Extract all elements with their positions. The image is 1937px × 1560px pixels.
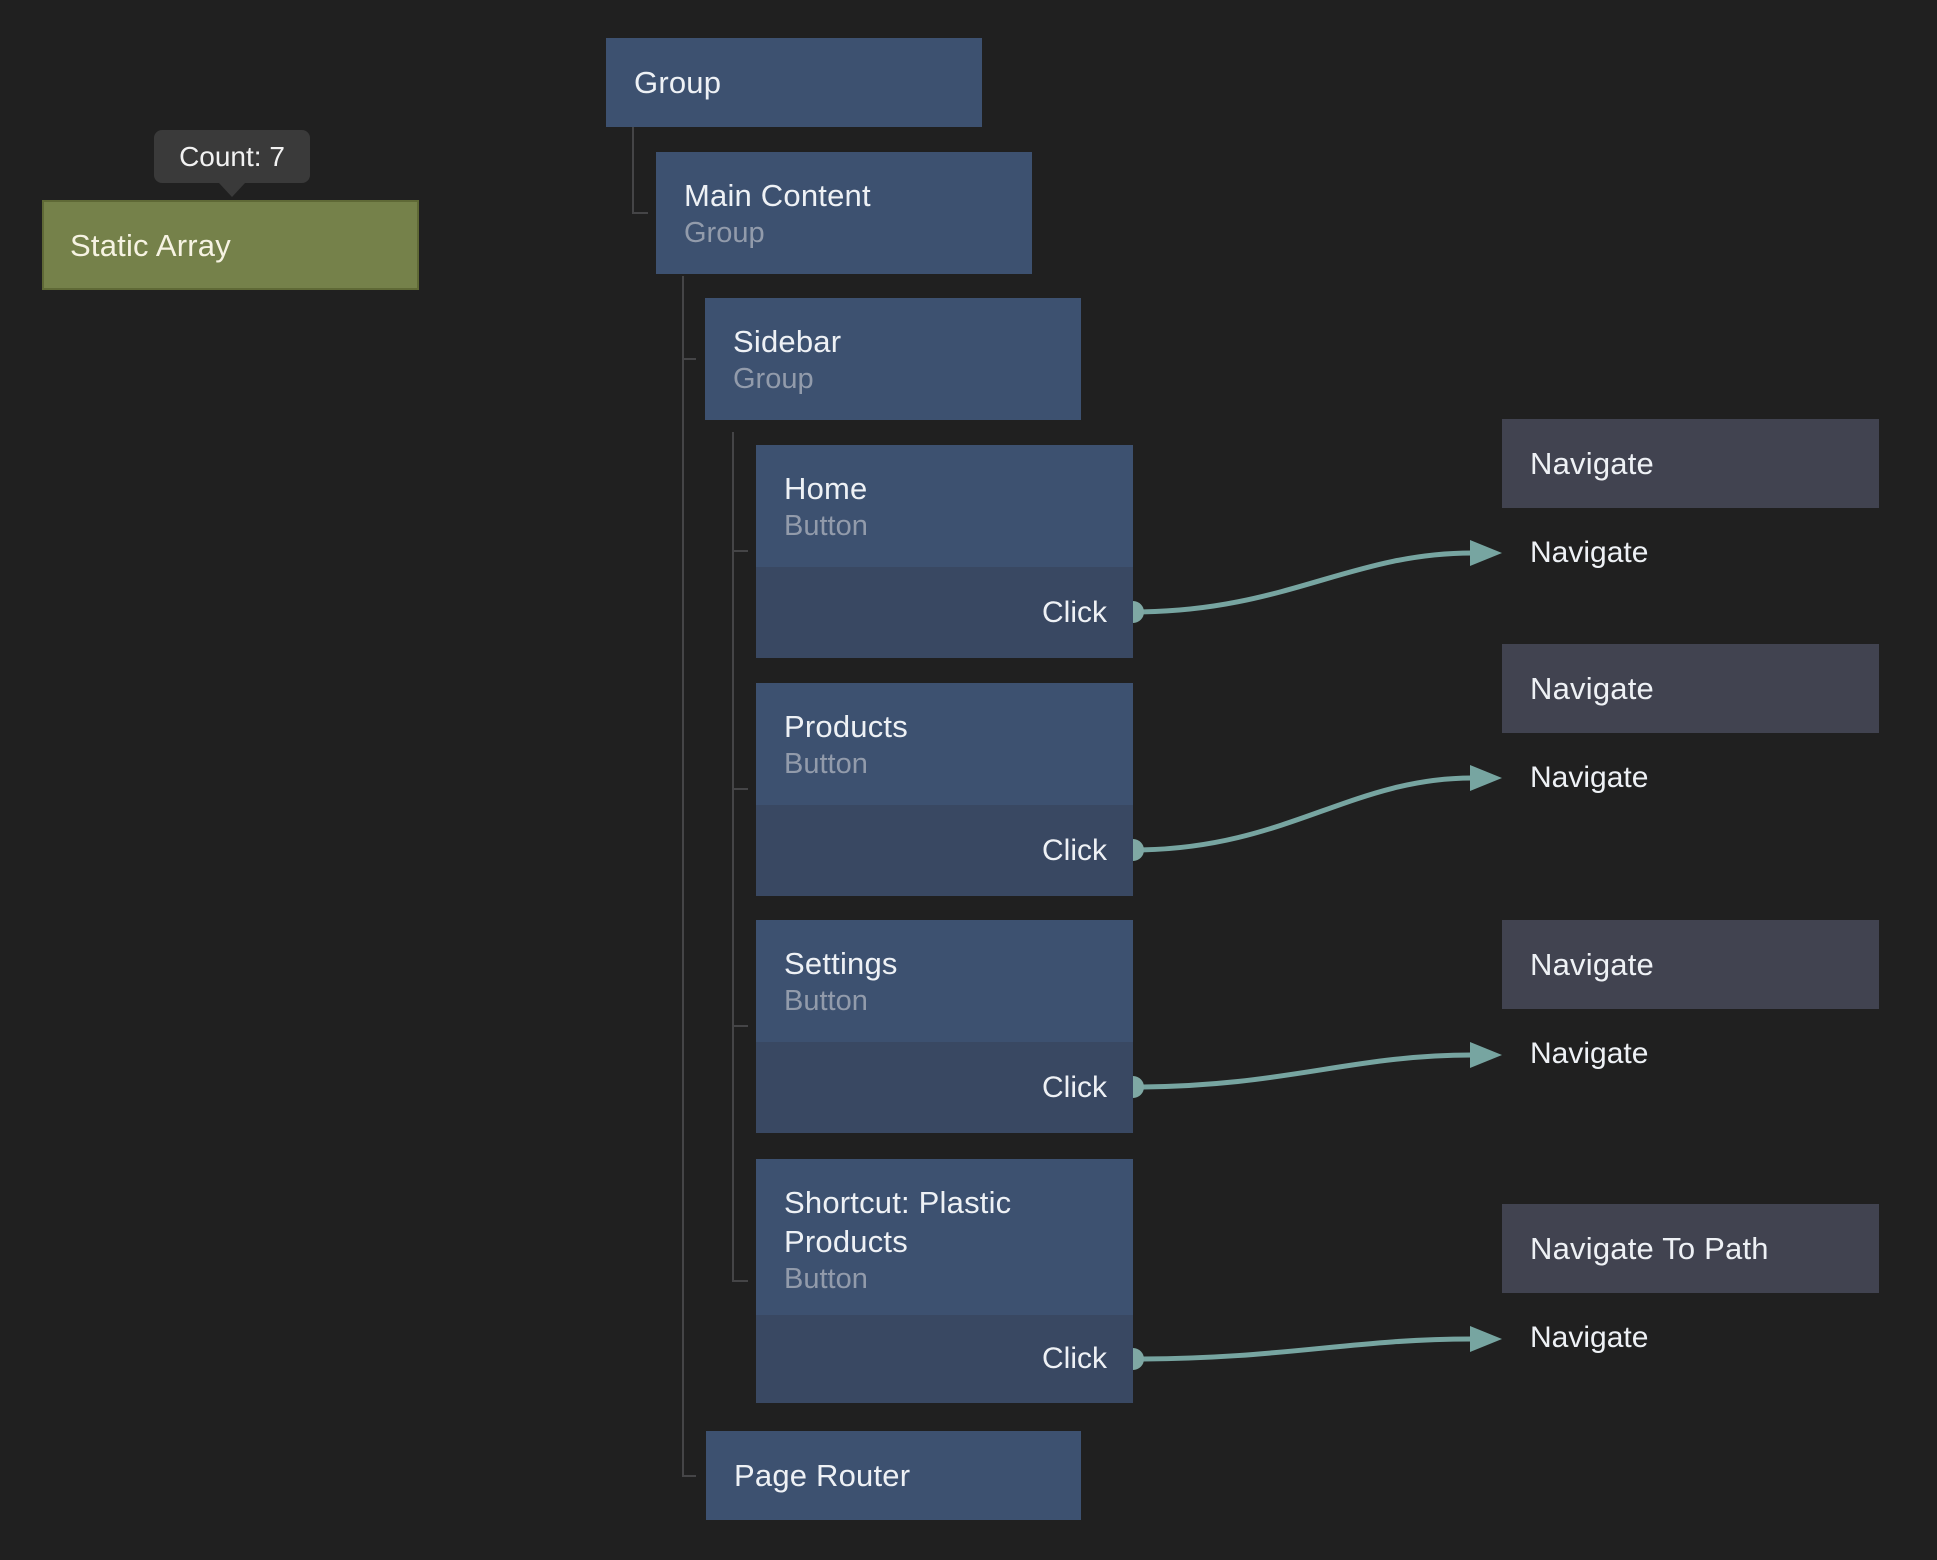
node-products-button[interactable]: Products Button Click: [756, 683, 1133, 896]
node-header: Shortcut: Plastic Products Button: [756, 1159, 1133, 1315]
node-title: Navigate To Path: [1530, 1231, 1769, 1266]
node-sidebar-group[interactable]: Sidebar Group: [705, 298, 1081, 420]
node-header: Navigate To Path: [1502, 1204, 1879, 1293]
connection-products-click-to-navigate[interactable]: [1132, 775, 1473, 853]
node-header: Navigate: [1502, 644, 1879, 733]
node-settings-button[interactable]: Settings Button Click: [756, 920, 1133, 1133]
node-title: Shortcut: Plastic Products: [784, 1185, 1012, 1259]
arrowhead-navigate-3: [1470, 1042, 1502, 1068]
input-port-navigate[interactable]: Navigate: [1530, 1321, 1649, 1354]
node-header: Main Content Group: [656, 152, 1032, 274]
input-port-navigate[interactable]: Navigate: [1530, 536, 1649, 569]
node-output-ports: Click: [756, 567, 1133, 658]
node-navigate-1[interactable]: Navigate Navigate: [1502, 419, 1879, 598]
node-shortcut-plastic-products-button[interactable]: Shortcut: Plastic Products Button Click: [756, 1159, 1133, 1403]
node-type-label: Button: [784, 1263, 868, 1295]
node-title: Main Content: [684, 178, 871, 213]
node-title: Group: [634, 65, 722, 100]
node-header: Sidebar Group: [705, 298, 1081, 420]
node-input-ports: Navigate: [1502, 1009, 1879, 1099]
connection-home-click-to-navigate[interactable]: [1132, 550, 1473, 615]
node-output-ports: Click: [756, 805, 1133, 896]
node-title: Navigate: [1530, 671, 1654, 706]
connection-settings-click-to-navigate[interactable]: [1132, 1052, 1473, 1090]
output-port-click[interactable]: Click: [1042, 833, 1107, 867]
node-type-label: Group: [684, 217, 765, 249]
node-input-ports: Navigate: [1502, 1293, 1879, 1383]
count-tooltip: Count: 7: [154, 130, 310, 197]
tree-line-group-to-main-content: [632, 127, 648, 214]
node-output-ports: Click: [756, 1315, 1133, 1403]
arrowhead-navigate-to-path: [1470, 1326, 1502, 1352]
node-home-button[interactable]: Home Button Click: [756, 445, 1133, 658]
node-navigate-2[interactable]: Navigate Navigate: [1502, 644, 1879, 823]
node-title: Home: [784, 471, 868, 506]
node-type-label: Group: [733, 363, 814, 395]
node-navigate-3[interactable]: Navigate Navigate: [1502, 920, 1879, 1100]
tooltip-caret-icon: [219, 183, 245, 197]
connection-shortcut-click-to-navigate-to-path[interactable]: [1132, 1336, 1473, 1362]
node-main-content-group[interactable]: Main Content Group: [656, 152, 1032, 274]
node-header: Products Button: [756, 683, 1133, 805]
node-input-ports: Navigate: [1502, 508, 1879, 598]
node-header: Navigate: [1502, 419, 1879, 508]
node-type-label: Button: [784, 985, 868, 1017]
node-title: Settings: [784, 946, 898, 981]
node-title: Page Router: [734, 1458, 911, 1493]
node-title: Static Array: [70, 227, 231, 263]
node-type-label: Button: [784, 748, 868, 780]
count-tooltip-text: Count: 7: [179, 140, 285, 172]
node-header: Navigate: [1502, 920, 1879, 1009]
arrowhead-navigate-1: [1470, 540, 1502, 566]
node-header: Group: [606, 38, 982, 127]
output-port-click[interactable]: Click: [1042, 1342, 1107, 1375]
node-input-ports: Navigate: [1502, 733, 1879, 823]
node-title: Navigate: [1530, 446, 1654, 481]
node-title: Navigate: [1530, 947, 1654, 982]
node-navigate-to-path[interactable]: Navigate To Path Navigate: [1502, 1204, 1879, 1383]
node-header: Home Button: [756, 445, 1133, 567]
tree-line-sidebar-trunk: [732, 432, 748, 1282]
output-port-click[interactable]: Click: [1042, 1070, 1107, 1104]
node-page-router[interactable]: Page Router: [706, 1431, 1081, 1520]
node-group[interactable]: Group: [606, 38, 982, 127]
node-header: Settings Button: [756, 920, 1133, 1042]
arrowhead-navigate-2: [1470, 765, 1502, 791]
input-port-navigate[interactable]: Navigate: [1530, 1037, 1649, 1070]
input-port-navigate[interactable]: Navigate: [1530, 761, 1649, 794]
tree-line-main-content-trunk: [682, 276, 696, 1477]
node-static-array[interactable]: Static Array: [42, 200, 419, 290]
node-title: Sidebar: [733, 324, 842, 359]
node-output-ports: Click: [756, 1042, 1133, 1133]
node-header: Page Router: [706, 1431, 1081, 1520]
node-type-label: Button: [784, 510, 868, 542]
output-port-click[interactable]: Click: [1042, 595, 1107, 629]
node-title: Products: [784, 709, 908, 744]
